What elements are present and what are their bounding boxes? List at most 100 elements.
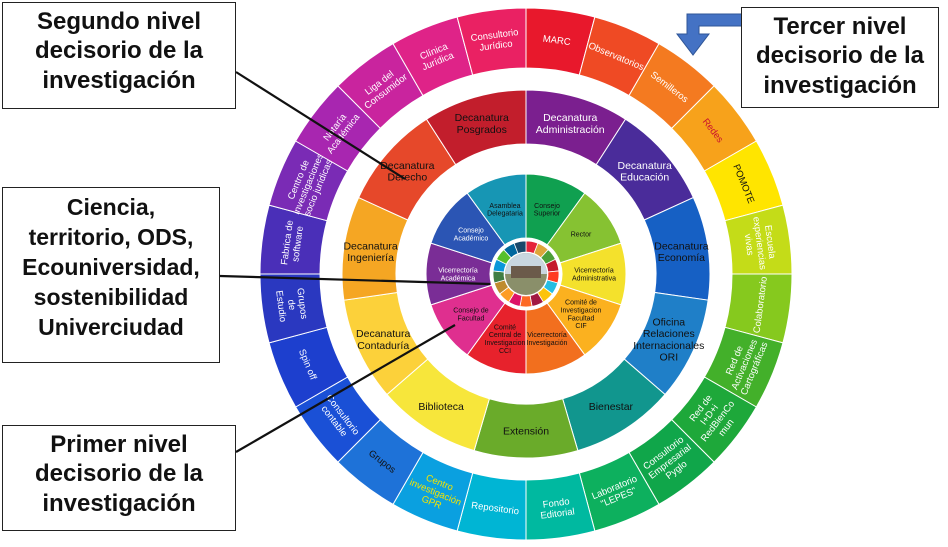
- label-line: CIF: [575, 323, 586, 330]
- label-line: Decanatura: [654, 240, 708, 252]
- callout-pointer-lines: [219, 71, 491, 453]
- label-line: Estudio: [273, 290, 288, 323]
- pointer-center: [219, 274, 491, 286]
- label-line: Investigacion: [485, 340, 526, 347]
- outer-label: MARC: [542, 34, 571, 49]
- label-line: Escuela: [762, 224, 777, 260]
- label-line: MARC: [542, 34, 571, 49]
- label-line: Educación: [620, 172, 669, 184]
- callout-first-level: Primer nivel decisorio de la investigaci…: [2, 425, 236, 531]
- outer-label: Fabrica desoftware: [279, 220, 306, 267]
- label-line: Oficina: [652, 316, 685, 328]
- label-line: Vicerrectoría: [574, 268, 614, 275]
- label-line: Administración: [536, 124, 605, 136]
- inner-label: Rector: [571, 231, 592, 238]
- label-line: Grupos: [294, 287, 309, 320]
- outer-label: Escuelaexperienciasvivas: [740, 215, 779, 272]
- label-line: Jurídico: [479, 38, 513, 53]
- callout-line: Tercer nivel: [773, 13, 907, 40]
- label-line: Relaciones: [643, 328, 695, 340]
- callout-line: Primer nivel: [50, 431, 188, 458]
- label-line: Rector: [571, 231, 592, 238]
- label-line: Decanatura: [618, 160, 672, 172]
- label-line: CCI: [499, 348, 511, 355]
- label-line: Decanatura: [455, 112, 509, 124]
- label-line: Consejo: [458, 228, 484, 235]
- label-line: Ingeniería: [347, 252, 394, 264]
- callout-line: decisorio de la: [755, 42, 925, 70]
- label-line: Decanatura: [343, 240, 397, 252]
- callout-line: Univerciudad: [38, 313, 184, 340]
- label-line: Posgrados: [457, 124, 507, 136]
- callout-second-level: Segundo nivel decisorio de la investigac…: [2, 2, 236, 109]
- label-line: Central de: [489, 332, 521, 339]
- middle-label: Biblioteca: [418, 401, 464, 413]
- callout-line: sostenibilidad: [33, 283, 189, 310]
- outer-label: ConsultorioJurídico: [470, 27, 520, 55]
- pointer-second-level: [235, 71, 406, 180]
- label-line: Vicerrectoría: [438, 268, 478, 275]
- label-line: Investigación: [527, 340, 568, 347]
- label-line: Decanatura: [356, 328, 410, 340]
- callout-line: decisorio de la: [34, 37, 204, 65]
- label-line: Derecho: [387, 172, 427, 184]
- middle-label: Extensión: [503, 426, 549, 438]
- callout-line: investigación: [42, 489, 196, 517]
- label-line: Asamblea: [489, 203, 520, 210]
- callout-line: decisorio de la: [34, 460, 204, 488]
- label-line: Decanatura: [543, 112, 597, 124]
- callout-line: Ciencia,: [66, 194, 156, 220]
- label-line: Internacionales: [633, 340, 704, 352]
- callout-third-level: Tercer nivel decisorio de la investigaci…: [741, 7, 939, 108]
- label-line: Facultad: [458, 315, 485, 322]
- label-line: Bienestar: [589, 401, 634, 413]
- label-line: Delegataria: [487, 211, 523, 218]
- label-line: Académico: [454, 235, 489, 242]
- label-line: Facultad: [568, 315, 595, 322]
- callout-line: investigación: [763, 71, 917, 99]
- middle-label: Bienestar: [589, 401, 634, 413]
- center-sdg-emblem: [492, 240, 560, 308]
- label-line: Comité: [494, 324, 516, 331]
- callout-line: Ecouniversidad,: [22, 253, 200, 280]
- label-line: Consejo: [534, 203, 560, 210]
- outer-label: GruposdeEstudio: [273, 287, 309, 323]
- label-line: software: [290, 225, 306, 262]
- label-line: de: [285, 299, 297, 311]
- label-line: vivas: [742, 233, 756, 256]
- label-line: Superior: [534, 211, 561, 218]
- label-line: ORI: [659, 352, 678, 364]
- label-line: Consejo de: [453, 307, 489, 314]
- label-line: Biblioteca: [418, 401, 464, 413]
- sdg-tile: [513, 240, 527, 255]
- campus-photo-building: [511, 266, 541, 278]
- label-line: Administrativa: [572, 275, 616, 282]
- label-line: Investigacion: [561, 307, 602, 314]
- pointer-first-level: [235, 324, 456, 453]
- label-line: Editorial: [540, 506, 575, 521]
- label-line: Comité de: [565, 300, 597, 307]
- callout-line: investigación: [42, 66, 196, 94]
- label-line: Vicerrectoría: [527, 332, 567, 339]
- label-line: Académica: [441, 275, 476, 282]
- middle-segment: [425, 89, 527, 166]
- label-line: Contaduría: [357, 340, 409, 352]
- label-line: Fondo: [542, 496, 570, 510]
